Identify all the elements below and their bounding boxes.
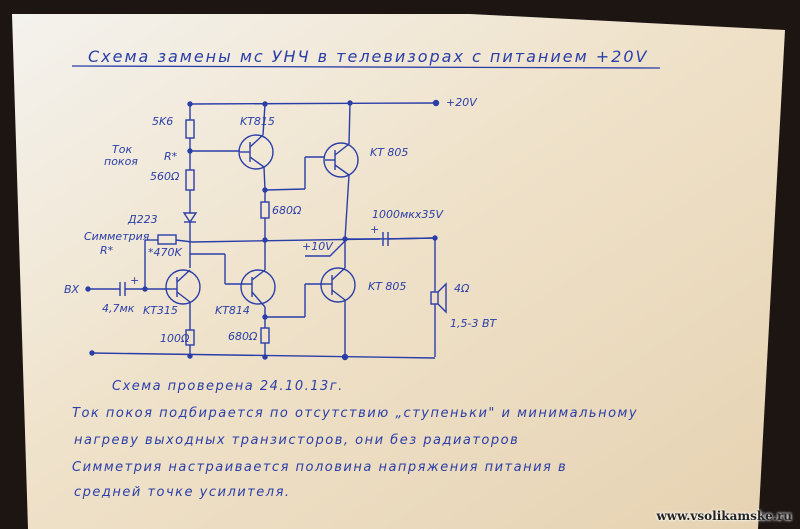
label-5k6: 5K6 — [152, 115, 173, 128]
transistor-kt815 — [238, 134, 274, 170]
transistor-kt805-bottom — [320, 267, 356, 303]
transistor-kt805-top — [323, 142, 359, 178]
label-speaker-power: 1,5-3 ВТ — [450, 317, 498, 330]
watermark: www.vsolikamske.ru — [656, 509, 792, 523]
label-mid-voltage: +10V — [302, 240, 334, 253]
label-470k: *470K — [148, 246, 182, 259]
label-kt814: KT814 — [215, 304, 250, 317]
label-680-top: 680Ω — [272, 204, 302, 217]
note-line-4: Симметрия настраивается половина напряже… — [72, 460, 567, 475]
schematic — [85, 99, 447, 361]
schematic-labels: +20V 5K6 Ток покоя R* 560Ω Д223 Симметри… — [64, 96, 498, 345]
label-r-star-1: R* — [164, 150, 178, 163]
note-line-5: средней точке усилителя. — [74, 485, 291, 500]
label-680-bottom: 680Ω — [228, 330, 258, 343]
label-100: 100Ω — [160, 332, 190, 345]
note-line-2: Ток покоя подбирается по отсутствию „сту… — [72, 406, 638, 421]
note-line-1: Схема проверена 24.10.13г. — [112, 379, 344, 394]
label-symmetry: Симметрия — [84, 230, 150, 243]
label-kt805-top: KT 805 — [370, 146, 408, 159]
label-cout-plus: + — [370, 223, 379, 236]
label-kt815: KT815 — [240, 115, 275, 128]
label-kt805-bottom: KT 805 — [368, 280, 406, 293]
notes: Схема проверена 24.10.13г. Ток покоя под… — [72, 379, 638, 500]
paper-sheet — [12, 14, 785, 529]
label-input: ВХ — [64, 283, 80, 296]
note-line-3: нагреву выходных транзисторов, они без р… — [74, 433, 519, 448]
diode-d223 — [182, 212, 198, 224]
title-underline — [71, 65, 661, 69]
label-cin-plus: + — [130, 274, 139, 287]
label-supply: +20V — [446, 96, 478, 109]
label-speaker-impedance: 4Ω — [454, 282, 470, 295]
title-text: Схема замены мс УНЧ в телевизорах с пита… — [88, 47, 648, 66]
label-560: 560Ω — [150, 170, 180, 183]
label-cin: 4,7мк — [102, 302, 135, 315]
label-quiescent-2: покоя — [104, 155, 138, 168]
label-quiescent-1: Ток — [112, 143, 132, 156]
label-r-star-2: R* — [100, 244, 114, 257]
resistor-470k — [157, 234, 177, 245]
label-kt315: KT315 — [143, 304, 178, 317]
label-d223: Д223 — [127, 213, 158, 226]
transistor-kt814 — [240, 269, 276, 305]
transistor-kt315 — [165, 269, 201, 305]
label-cout: 1000мкх35V — [372, 208, 444, 221]
